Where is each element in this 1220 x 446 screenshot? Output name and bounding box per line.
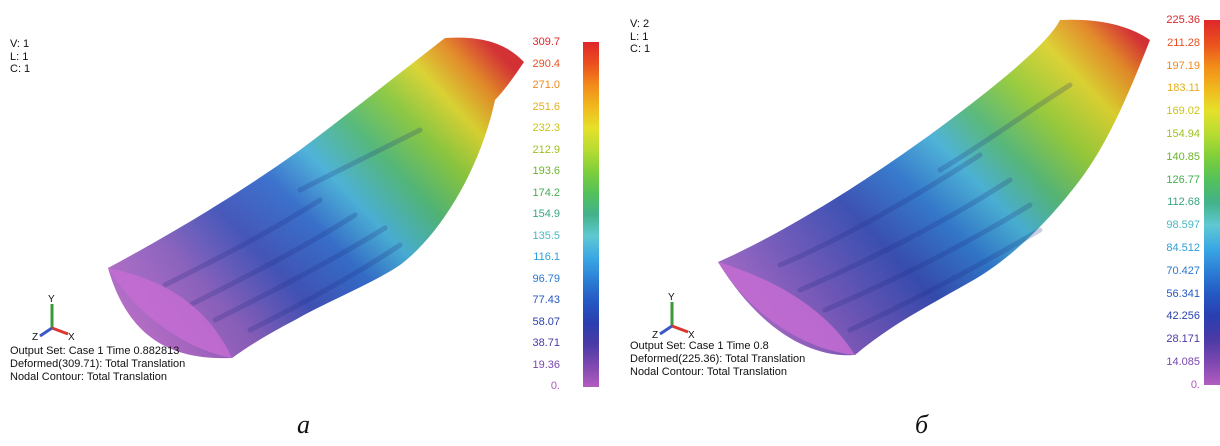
legend-value: 193.6	[532, 165, 560, 177]
legend-value: 154.9	[532, 208, 560, 220]
legend-value: 19.36	[532, 358, 560, 371]
legend-value: 154.94	[1166, 128, 1200, 140]
legend-labels: 225.36 211.28 197.19 183.11 169.02 154.9…	[1150, 14, 1200, 394]
legend-value: 56.341	[1166, 287, 1200, 300]
legend-value: 38.71	[532, 337, 560, 349]
wing-root-section	[718, 262, 855, 355]
legend-value: 212.9	[532, 143, 560, 156]
legend-value: 28.171	[1166, 333, 1200, 346]
wing-ribs	[162, 127, 423, 333]
view-layer-case-header: V: 2 L: 1 C: 1	[630, 18, 650, 56]
wing-contour-plot	[718, 19, 1150, 356]
legend-value: 58.07	[532, 315, 560, 328]
legend-labels: 309.7 290.4 271.0 251.6 232.3 212.9 193.…	[520, 36, 560, 396]
result-info-footer: Output Set: Case 1 Time 0.882813 Deforme…	[10, 345, 185, 384]
axis-label-z: Z	[652, 330, 658, 340]
view-layer-case-header: V: 1 L: 1 C: 1	[10, 38, 30, 76]
legend-value: 211.28	[1167, 36, 1200, 49]
result-info-footer: Output Set: Case 1 Time 0.8 Deformed(225…	[630, 340, 805, 379]
legend-value: 140.85	[1166, 150, 1200, 163]
legend-value: 183.11	[1167, 82, 1200, 95]
axis-label-y: Y	[48, 294, 55, 305]
deformed-label: Deformed(309.71): Total Translation	[10, 358, 186, 370]
legend-value: 98.597	[1166, 219, 1200, 232]
axis-label-x: X	[688, 330, 695, 340]
legend-value: 70.427	[1166, 264, 1200, 277]
legend-value: 112.68	[1167, 196, 1200, 209]
deformed-label: Deformed(225.36): Total Translation	[630, 353, 806, 365]
nodal-contour-label: Nodal Contour: Total Translation	[630, 366, 787, 378]
colorbar	[1204, 20, 1220, 385]
legend-value: 116.1	[533, 251, 560, 263]
legend-value: 14.085	[1166, 356, 1200, 368]
legend-value: 290.4	[532, 57, 560, 70]
view-number: V: 2	[630, 18, 650, 30]
coordinate-triad-icon: Y Z X	[652, 292, 695, 340]
wing-ribs	[777, 82, 1073, 333]
legend-value: 174.2	[532, 186, 560, 199]
axis-label-x: X	[68, 332, 75, 342]
output-set-label: Output Set: Case 1 Time 0.8	[630, 340, 769, 352]
legend-value: 309.7	[532, 36, 560, 48]
output-set-label: Output Set: Case 1 Time 0.882813	[10, 345, 180, 357]
wing-root-section	[108, 268, 232, 358]
legend-value: 126.77	[1166, 173, 1200, 186]
layer-number: L: 1	[630, 30, 649, 43]
legend-value: 77.43	[532, 294, 560, 306]
legend-value: 135.5	[532, 229, 560, 242]
wing-contour-plot	[108, 37, 524, 359]
legend-value: 271.0	[532, 79, 560, 91]
legend-value: 251.6	[532, 100, 560, 113]
result-panel-a: V: 1 L: 1 C: 1	[10, 36, 599, 439]
view-number: V: 1	[10, 38, 30, 50]
case-number: C: 1	[10, 63, 31, 75]
coordinate-triad-icon: Y Z X	[32, 294, 75, 342]
legend-value: 169.02	[1166, 105, 1200, 118]
legend-value: 0.	[550, 380, 560, 392]
panel-caption: a	[297, 410, 310, 439]
colorbar	[583, 42, 599, 387]
legend-value: 42.256	[1166, 310, 1200, 323]
legend-value: 96.79	[532, 272, 560, 285]
nodal-contour-label: Nodal Contour: Total Translation	[10, 371, 167, 383]
axis-label-y: Y	[668, 292, 675, 303]
legend-value: 225.36	[1166, 14, 1200, 26]
panel-caption: б	[915, 410, 929, 439]
legend-value: 197.19	[1166, 59, 1200, 72]
result-panel-b: V: 2 L: 1 C: 1	[610, 0, 1220, 446]
legend-value: 232.3	[532, 122, 560, 134]
legend-value: 0.	[1190, 378, 1200, 391]
layer-number: L: 1	[10, 50, 29, 63]
legend-value: 84.512	[1166, 242, 1200, 254]
axis-label-z: Z	[32, 332, 38, 342]
case-number: C: 1	[630, 43, 651, 55]
